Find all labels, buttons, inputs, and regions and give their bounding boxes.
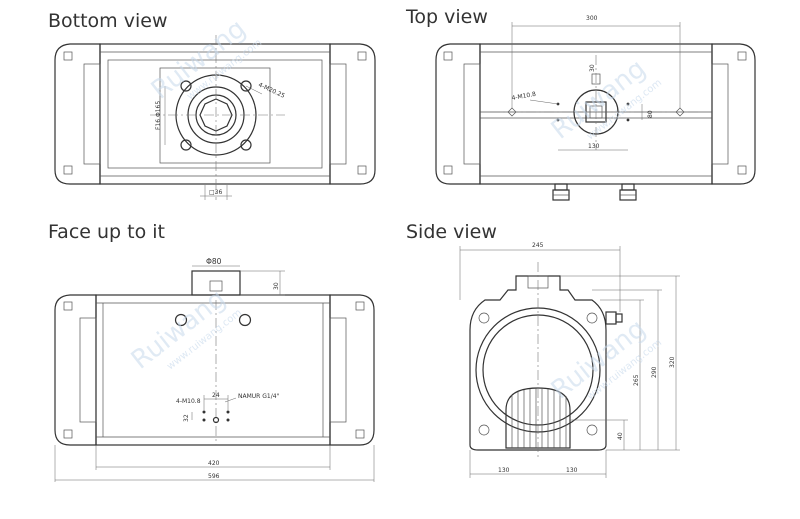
face-inner-label: 420 [208, 460, 220, 467]
face-holes-label: 4-M10.8 [176, 398, 201, 405]
side-r-label: 130 [566, 467, 578, 474]
face-outer-label: 596 [208, 473, 220, 480]
bottom-pcd-label: F16 Φ165 [155, 101, 162, 130]
face-dia-label: Φ80 [206, 257, 222, 266]
side-view-drawing: 245 320 290 265 40 130 130 [459, 242, 680, 478]
top-width-label: 300 [586, 15, 598, 22]
watermark: Ruiwang www.ruiwang.com Ruiwang www.ruiw… [126, 14, 664, 406]
top-height-label: 30 [589, 64, 596, 72]
face-view-title: Face up to it [48, 221, 165, 243]
side-h2-label: 290 [651, 366, 658, 378]
side-view-title: Side view [406, 221, 497, 243]
face-view-drawing: Φ80 30 24 4-M10.8 NAMUR G1/4" 32 420 596 [54, 257, 375, 482]
top-a-label: 130 [588, 143, 600, 150]
bottom-shaft-label: □36 [209, 189, 222, 196]
top-view-drawing: 300 4-M10.8 30 130 80 [435, 15, 756, 201]
face-spacing-label: 24 [212, 392, 220, 399]
side-h3-label: 265 [633, 374, 640, 386]
face-h-label: 30 [273, 282, 280, 290]
side-h1-label: 320 [669, 356, 676, 368]
face-port-label: NAMUR G1/4" [238, 393, 280, 400]
side-width-label: 245 [532, 242, 544, 249]
top-bolt-label: 4-M10.8 [511, 91, 537, 102]
side-l-label: 130 [498, 467, 510, 474]
bottom-view-title: Bottom view [48, 10, 168, 32]
side-h4-label: 40 [617, 432, 624, 440]
bottom-bolt-label: 4-M20.25 [257, 81, 286, 99]
face-v-label: 32 [183, 414, 190, 422]
top-view-title: Top view [406, 6, 488, 28]
top-b-label: 80 [647, 110, 654, 118]
